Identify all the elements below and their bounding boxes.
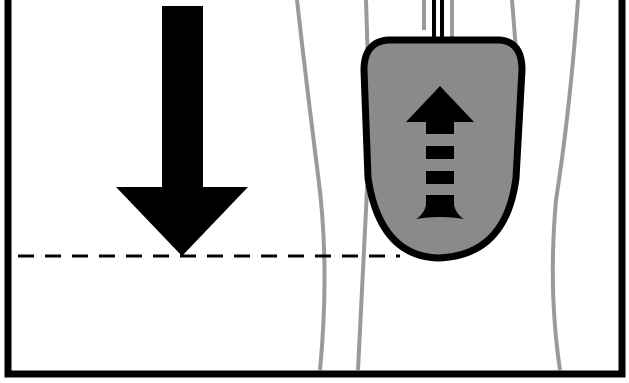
right-outer-leg-line <box>550 0 580 371</box>
up-arrow-icon <box>406 86 474 219</box>
left-outer-leg-line <box>295 0 327 371</box>
container-outline <box>4 0 626 378</box>
device-cable <box>432 0 444 38</box>
down-arrow-icon <box>116 6 248 256</box>
